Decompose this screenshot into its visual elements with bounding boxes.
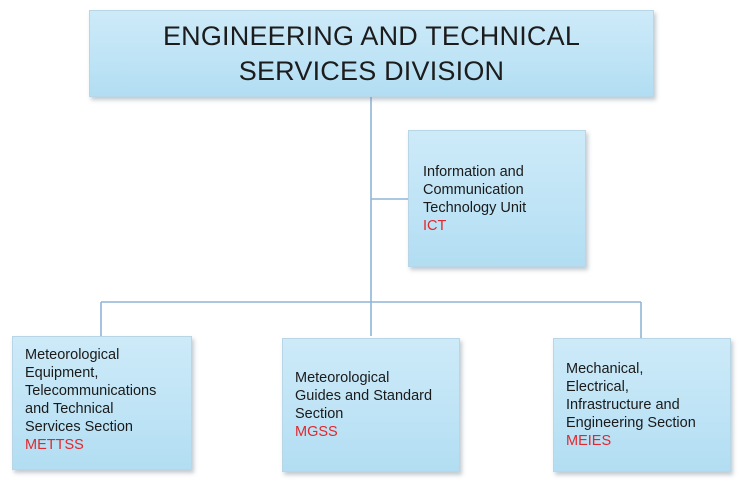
ict-unit-acronym: ICT bbox=[423, 217, 447, 234]
ict-unit-box: Information and Communication Technology… bbox=[408, 130, 586, 267]
metts-section-name-line: Equipment, bbox=[25, 365, 99, 381]
division-title-line-2: SERVICES DIVISION bbox=[238, 55, 505, 86]
mgss-section-box: Meteorological Guides and Standard Secti… bbox=[282, 338, 460, 472]
metts-section-acronym: METTSS bbox=[25, 437, 84, 453]
metts-section-name-line: Telecommunications bbox=[25, 383, 157, 399]
metts-section-box: Meteorological Equipment, Telecommunicat… bbox=[12, 336, 192, 470]
division-title-line-1: ENGINEERING AND TECHNICAL bbox=[162, 20, 581, 51]
meies-section-name-line: Electrical, bbox=[566, 379, 629, 395]
mgss-section-acronym: MGSS bbox=[295, 424, 338, 440]
metts-section-name-line: Services Section bbox=[25, 419, 133, 435]
meies-section-name-line: Engineering Section bbox=[566, 415, 696, 431]
mgss-section-name-line: Section bbox=[295, 406, 344, 422]
division-box: ENGINEERING AND TECHNICAL SERVICES DIVIS… bbox=[89, 10, 654, 97]
meies-section-name-line: Infrastructure and bbox=[566, 397, 680, 413]
metts-section-name-line: Meteorological bbox=[25, 347, 120, 363]
mgss-section-name-line: Guides and Standard bbox=[295, 388, 433, 404]
meies-section-name-line: Mechanical, bbox=[566, 361, 644, 377]
ict-unit-name-line: Communication bbox=[423, 181, 524, 198]
ict-unit-name-line: Technology Unit bbox=[423, 199, 527, 216]
metts-section-name-line: and Technical bbox=[25, 401, 114, 417]
meies-section-acronym: MEIES bbox=[566, 433, 612, 449]
mgss-section-name-line: Meteorological bbox=[295, 370, 390, 386]
ict-unit-name-line: Information and bbox=[423, 163, 524, 180]
meies-section-box: Mechanical, Electrical, Infrastructure a… bbox=[553, 338, 731, 472]
